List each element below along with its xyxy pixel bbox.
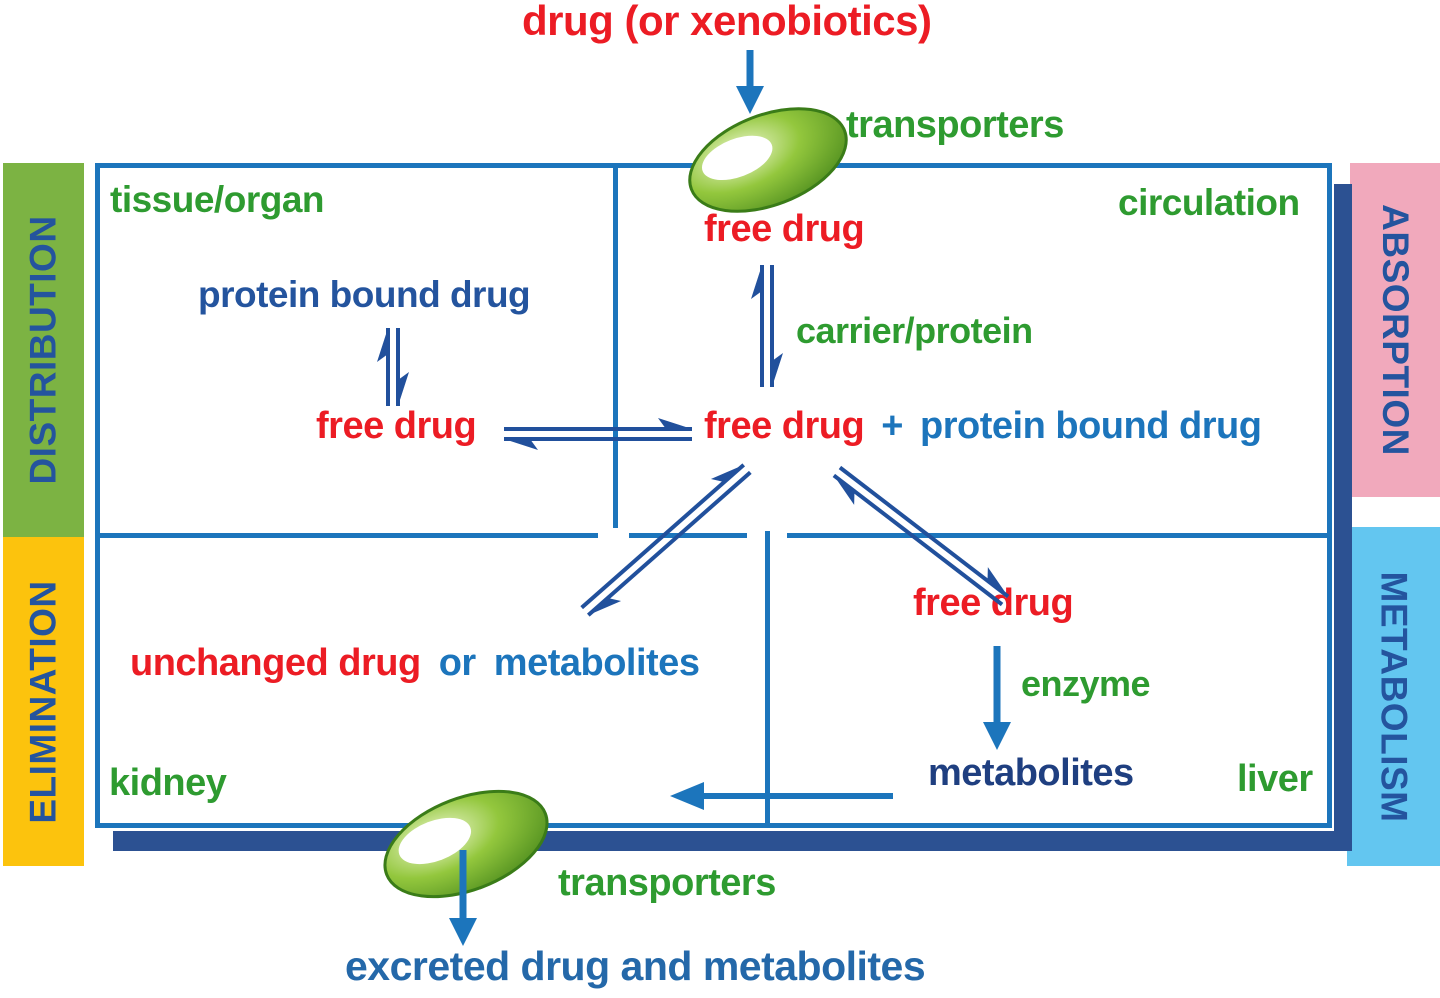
unchanged-drug-or-metabolites: unchanged drug or metabolites bbox=[130, 642, 700, 684]
band-metabolism-label: METABOLISM bbox=[1373, 571, 1415, 822]
divider-tissue-circulation bbox=[613, 168, 618, 528]
arrow-drug-entry bbox=[736, 50, 764, 114]
enzyme-label: enzyme bbox=[1021, 663, 1151, 704]
box-shadow-right bbox=[1334, 184, 1352, 845]
or-word: or bbox=[438, 642, 477, 684]
free-drug-tissue: free drug bbox=[316, 405, 477, 447]
arrow-excretion bbox=[449, 850, 477, 946]
divider-kidney-liver bbox=[765, 531, 770, 827]
circulation-label: circulation bbox=[1118, 182, 1300, 223]
free-drug-liver: free drug bbox=[913, 582, 1074, 624]
divider-horizontal-middle bbox=[629, 533, 747, 538]
transporters-top-label: transporters bbox=[846, 104, 1064, 146]
tissue-organ-label: tissue/organ bbox=[110, 179, 325, 220]
metabolites-liver-label: metabolites bbox=[928, 752, 1134, 794]
kidney-label: kidney bbox=[109, 762, 227, 804]
protein-bound-drug-tissue: protein bound drug bbox=[198, 274, 531, 315]
central-protein-bound-drug: protein bound drug bbox=[920, 405, 1262, 447]
carrier-protein-label: carrier/protein bbox=[796, 310, 1033, 351]
band-distribution-label: DISTRIBUTION bbox=[22, 215, 64, 485]
liver-label: liver bbox=[1237, 758, 1313, 800]
band-absorption: ABSORPTION bbox=[1350, 163, 1440, 497]
central-free-drug: free drug bbox=[704, 405, 865, 447]
band-elimination: ELIMINATION bbox=[3, 537, 84, 866]
band-metabolism: METABOLISM bbox=[1347, 527, 1440, 866]
unchanged-metabolites: metabolites bbox=[493, 642, 700, 684]
transporters-bottom-label: transporters bbox=[558, 862, 776, 904]
divider-horizontal-left bbox=[100, 533, 598, 538]
free-drug-plus-protein-bound-drug: free drug + protein bound drug bbox=[704, 405, 1262, 447]
band-distribution: DISTRIBUTION bbox=[3, 163, 84, 537]
compartment-box bbox=[95, 163, 1332, 828]
band-absorption-label: ABSORPTION bbox=[1375, 204, 1416, 456]
unchanged-drug: unchanged drug bbox=[130, 642, 421, 684]
excreted-drug-label: excreted drug and metabolites bbox=[345, 943, 926, 989]
band-elimination-label: ELIMINATION bbox=[22, 579, 64, 824]
title: drug (or xenobiotics) bbox=[522, 0, 932, 44]
central-plus: + bbox=[881, 405, 903, 447]
free-drug-circulation: free drug bbox=[704, 208, 865, 250]
box-shadow-bottom bbox=[113, 831, 1352, 851]
divider-horizontal-right bbox=[787, 533, 1327, 538]
